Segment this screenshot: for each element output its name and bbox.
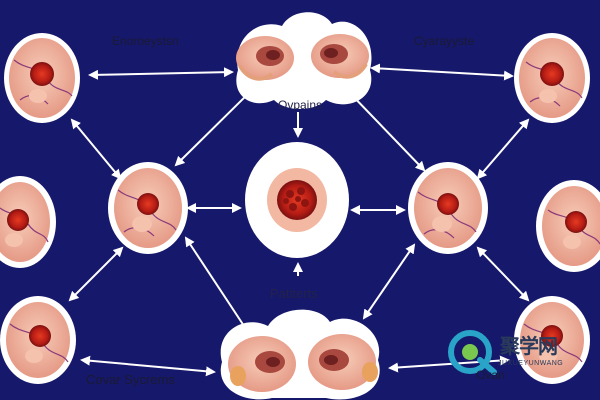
node-center-follicle <box>245 142 349 258</box>
arrow-midleft-topcenter <box>174 84 258 167</box>
node-far-left-tissue <box>0 176 56 268</box>
lesion-icon <box>565 211 587 233</box>
lesion-icon <box>437 193 459 215</box>
lesion-icon <box>541 325 563 347</box>
node-bottom-center-ovaries <box>220 309 380 400</box>
ovary-left-icon <box>236 36 294 81</box>
connector-arrows <box>68 63 530 377</box>
node-bottom-left-tissue <box>0 296 76 384</box>
label-top-right: Cyarayyste <box>414 34 475 48</box>
node-bottom-right-tissue <box>514 296 590 384</box>
lesion-icon <box>7 209 29 231</box>
node-top-right-tissue <box>514 33 590 123</box>
arrow-topleft-midleft <box>70 118 122 180</box>
node-mid-left-tissue <box>108 162 188 254</box>
watermark-logo-icon <box>448 330 497 375</box>
watermark-subtext: JUXUEYUNWANG <box>498 360 564 367</box>
arrow-midleft-botleft <box>68 246 124 302</box>
node-top-left-tissue <box>4 33 80 123</box>
ovary-bottom-left-icon <box>228 336 296 392</box>
lesion-icon <box>29 325 51 347</box>
arrow-midleft-botcenter <box>184 236 250 334</box>
label-center-bottom: Patiterts <box>270 286 318 301</box>
arrow-midright-botcenter <box>362 243 416 320</box>
follicle-cells-icon <box>283 187 309 211</box>
arrow-botleft-botcenter <box>80 355 216 377</box>
lesion-icon <box>137 193 159 215</box>
node-far-right-tissue <box>536 180 600 272</box>
ovary-right-icon <box>311 34 369 79</box>
arrow-topleft-topcenter <box>88 67 234 80</box>
label-bottom-left: Covar Sycrems <box>86 372 175 387</box>
lesion-icon <box>540 62 564 86</box>
label-top-left: Enoroeystsn <box>112 34 179 48</box>
label-top-center: Ovpains <box>278 98 323 112</box>
arrow-midright-botright <box>476 246 530 302</box>
label-bottom-right: Ovan <box>476 368 505 382</box>
arrow-topright-midright <box>476 118 530 180</box>
arrow-topcenter-midright <box>345 88 426 172</box>
node-mid-right-tissue <box>408 162 488 254</box>
node-top-center-ovaries <box>236 12 372 109</box>
watermark-glyphs: 聚学网 <box>500 334 558 358</box>
arrow-topcenter-topright <box>370 63 514 81</box>
ovary-bottom-right-icon <box>308 334 378 390</box>
lesion-icon <box>30 62 54 86</box>
